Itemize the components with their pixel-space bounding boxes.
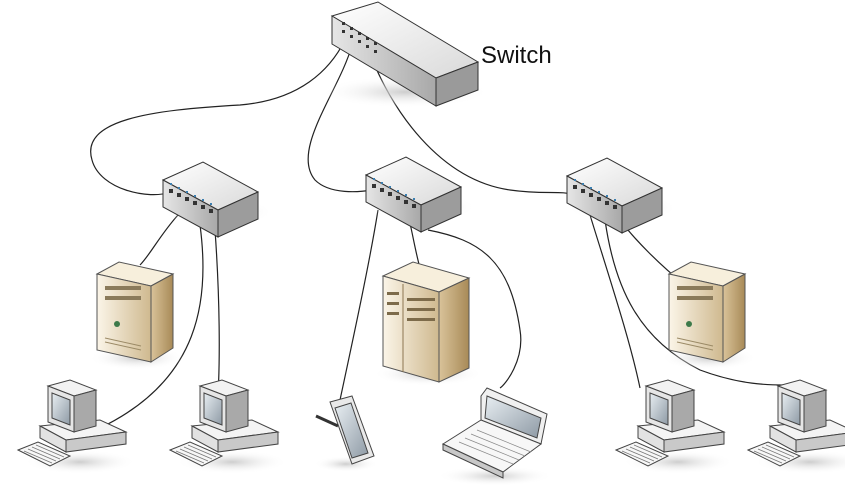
center-switch-icon: [365, 156, 477, 233]
rack-server-icon: [373, 261, 483, 386]
laptop-icon: [437, 387, 553, 486]
desktop-computer-icon-2: [169, 379, 289, 475]
core-switch-label: Switch: [481, 42, 552, 69]
left-tower-server-icon: [88, 261, 186, 371]
left-switch-icon: [162, 161, 274, 238]
desktop-computer-icon-1: [17, 379, 137, 475]
desktop-computer-icon-4: [747, 379, 845, 475]
right-switch-icon: [566, 157, 678, 234]
desktop-computer-icon-3: [615, 379, 735, 475]
right-tower-server-icon: [660, 261, 758, 371]
core-switch-icon: [320, 1, 490, 108]
tablet-icon: [314, 395, 378, 472]
